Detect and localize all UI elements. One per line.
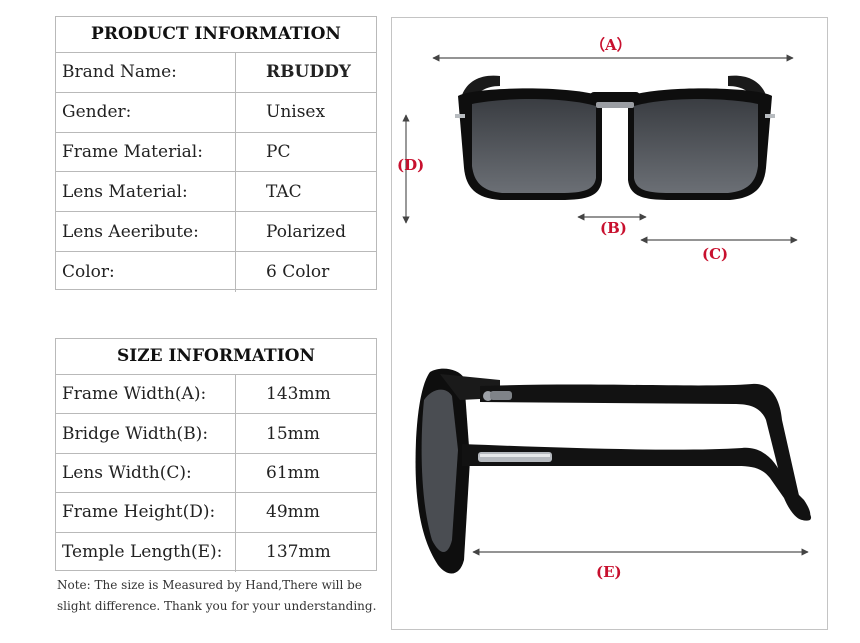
row-value: 137mm xyxy=(266,542,331,563)
row-label: Brand Name: xyxy=(56,53,236,92)
row-value: 15mm xyxy=(266,423,320,444)
row-label: Gender: xyxy=(56,92,236,132)
table-row: Lens Material: TAC xyxy=(56,172,376,213)
table-row: Frame Width(A): 143mm xyxy=(56,375,376,415)
size-info-table: SIZE INFORMATION Frame Width(A): 143mm B… xyxy=(55,338,377,572)
row-value: Unisex xyxy=(266,102,326,123)
row-value: 143mm xyxy=(266,384,331,405)
glasses-front-view xyxy=(455,75,775,200)
table-row: Color: 6 Color xyxy=(56,251,376,292)
row-value: 6 Color xyxy=(266,261,330,282)
table-row: Brand Name: RBUDDY xyxy=(56,53,376,93)
size-info-title: SIZE INFORMATION xyxy=(56,339,376,375)
glasses-diagram-panel xyxy=(391,17,828,630)
product-info-table: PRODUCT INFORMATION Brand Name: RBUDDY G… xyxy=(55,16,377,292)
dimension-label-b: (B) xyxy=(600,219,627,237)
dimension-label-a: （A） xyxy=(590,36,632,54)
row-label: Frame Material: xyxy=(56,132,236,172)
table-row: Lens Width(C): 61mm xyxy=(56,453,376,494)
row-label: Lens Width(C): xyxy=(56,453,236,493)
glasses-side-view xyxy=(415,368,812,574)
row-value: RBUDDY xyxy=(266,62,351,83)
dimension-label-e: (E) xyxy=(596,563,622,581)
product-info-title: PRODUCT INFORMATION xyxy=(56,17,376,53)
table-row: Bridge Width(B): 15mm xyxy=(56,414,376,454)
row-value: Polarized xyxy=(266,221,347,242)
measurement-note: Note: The size is Measured by Hand,There… xyxy=(57,578,377,613)
row-label: Color: xyxy=(56,251,236,292)
table-row: Frame Material: PC xyxy=(56,132,376,173)
row-value: PC xyxy=(266,141,291,162)
table-row: Frame Height(D): 49mm xyxy=(56,493,376,533)
row-label: Temple Length(E): xyxy=(56,532,236,572)
row-value: 61mm xyxy=(266,462,320,483)
table-row: Temple Length(E): 137mm xyxy=(56,532,376,572)
row-label: Bridge Width(B): xyxy=(56,414,236,453)
row-value: 49mm xyxy=(266,502,320,523)
dimension-label-c: (C) xyxy=(702,245,729,263)
row-label: Lens Aeeribute: xyxy=(56,212,236,251)
row-value: TAC xyxy=(266,181,302,202)
table-row: Lens Aeeribute: Polarized xyxy=(56,212,376,252)
table-row: Gender: Unisex xyxy=(56,92,376,133)
row-label: Frame Width(A): xyxy=(56,375,236,414)
row-label: Frame Height(D): xyxy=(56,493,236,532)
dimension-label-d: (D) xyxy=(397,156,425,174)
row-label: Lens Material: xyxy=(56,172,236,212)
